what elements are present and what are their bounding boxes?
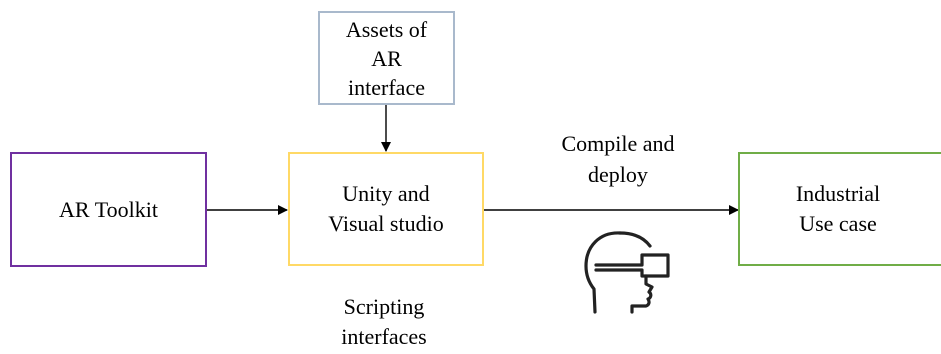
ar-toolkit-box: AR Toolkit [10,152,207,267]
unity-box-line-2: Visual studio [328,211,444,236]
industrial-box-line-2: Use case [799,211,877,236]
assets-box-line-2: AR [371,45,402,71]
industrial-box-text: Industrial Use case [796,179,880,239]
ar-toolkit-box-line-1: AR Toolkit [59,196,158,222]
assets-box-text: Assets of AR interface [346,15,427,102]
vr-headset-icon [584,231,670,314]
compile-label-line-1: Compile and [561,131,675,156]
unity-box-line-1: Unity and [342,181,430,206]
compile-label-line-2: deploy [588,162,648,187]
compile-and-deploy-label: Compile and deploy [533,128,703,190]
assets-box-line-3: interface [348,74,425,100]
industrial-box-line-1: Industrial [795,181,881,206]
assets-of-ar-interface-box: Assets of AR interface [318,11,455,105]
industrial-use-case-box: Industrial Use case [738,152,941,266]
assets-box-line-1: Assets of [345,16,428,42]
unity-visual-studio-box: Unity and Visual studio [288,152,484,266]
scripting-interfaces-label: Scripting interfaces [309,292,459,352]
scripting-label-line-2: interfaces [341,324,427,349]
unity-box-text: Unity and Visual studio [328,179,443,239]
scripting-label-line-1: Scripting [343,294,425,319]
ar-toolkit-box-text: AR Toolkit [59,195,158,225]
